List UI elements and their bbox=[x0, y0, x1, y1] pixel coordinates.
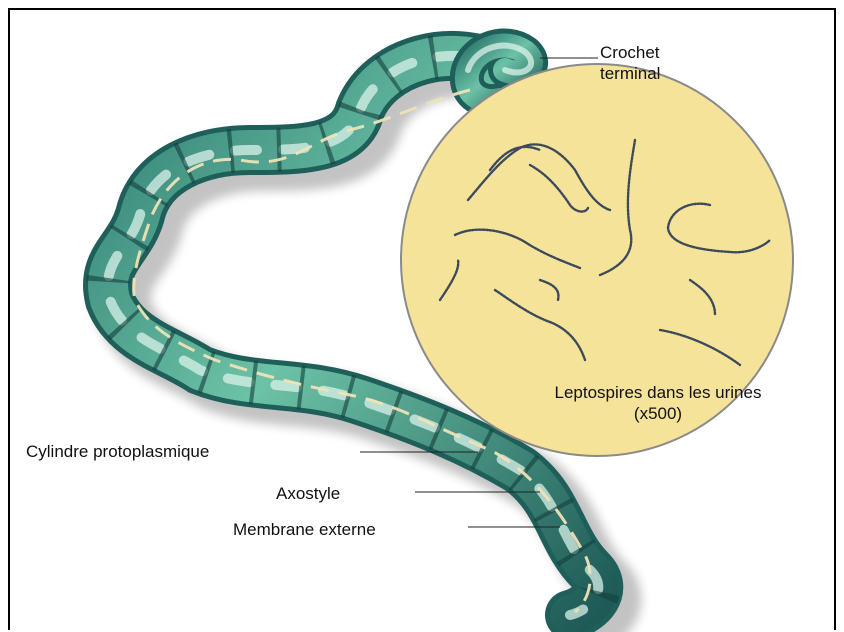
label-leptospires-line2: (x500) bbox=[488, 403, 828, 424]
label-crochet-line1: Crochet bbox=[600, 42, 660, 63]
label-crochet-terminal: Crochet terminal bbox=[600, 42, 660, 84]
label-crochet-line2: terminal bbox=[600, 63, 660, 84]
label-membrane-externe: Membrane externe bbox=[233, 519, 376, 540]
label-cylindre-protoplasmique: Cylindre protoplasmique bbox=[26, 441, 209, 462]
label-leptospires-line1: Leptospires dans les urines bbox=[488, 382, 828, 403]
label-leptospires: Leptospires dans les urines (x500) bbox=[488, 382, 828, 424]
label-axostyle: Axostyle bbox=[276, 483, 340, 504]
